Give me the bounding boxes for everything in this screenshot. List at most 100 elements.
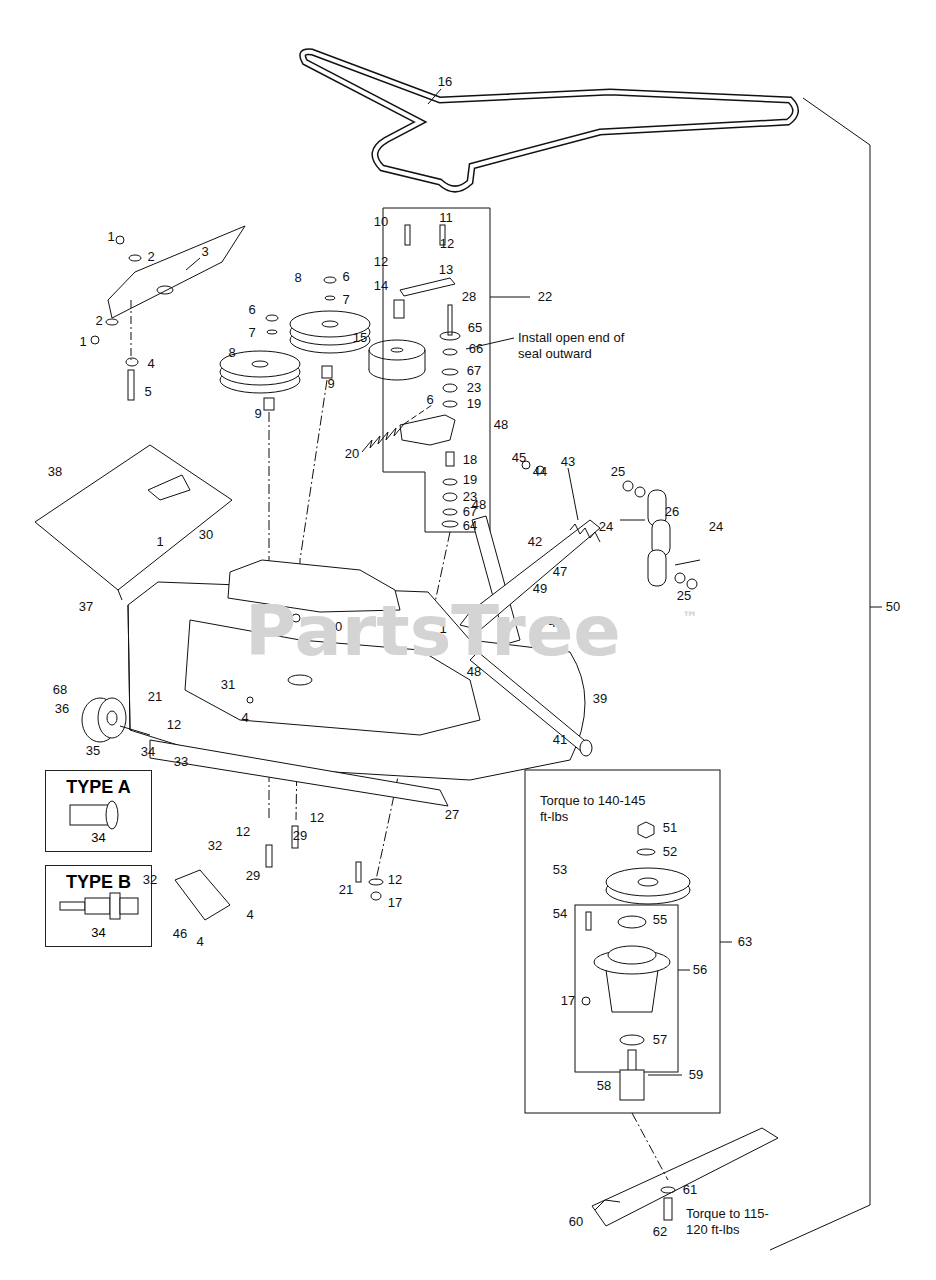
callout-number: 25 [611,465,625,479]
callout-number: 6 [426,393,433,407]
type-box: TYPE B 34 [45,865,152,947]
callout-number: 29 [293,829,307,843]
callout-number: 34 [46,830,151,845]
callout-number: 17 [561,994,575,1008]
watermark: ™ [682,608,698,627]
callout-number: 24 [709,520,723,534]
callout-number: 4 [196,935,203,949]
callout-number: 17 [388,896,402,910]
callout-number: 12 [374,255,388,269]
callout-number: 33 [174,755,188,769]
callout-number: 46 [173,927,187,941]
callout-number: 21 [339,883,353,897]
callout-number: 5 [144,385,151,399]
callout-number: 66 [469,342,483,356]
callout-number: 1 [79,335,86,349]
note-text: Install open end of seal outward [518,330,630,362]
callout-number: 18 [463,453,477,467]
type-box: TYPE A34 [45,770,152,852]
callout-number: 34 [46,925,151,940]
callout-number: 48 [472,498,486,512]
callout-number: 35 [86,744,100,758]
callout-number: 12 [388,873,402,887]
callout-number: 39 [593,692,607,706]
callout-number: 13 [439,263,453,277]
callout-number: 62 [653,1225,667,1239]
callout-number: 45 [512,451,526,465]
type-title: TYPE B [46,872,151,893]
note-text: Torque to 115-120 ft-lbs [686,1206,790,1238]
callout-number: 31 [221,678,235,692]
callout-number: 8 [228,346,235,360]
callout-number: 21 [148,690,162,704]
callout-number: 42 [528,535,542,549]
callout-number: 25 [677,589,691,603]
callout-number: 24 [599,520,613,534]
callout-number: 8 [294,271,301,285]
callout-number: 54 [553,907,567,921]
callout-number: 55 [653,913,667,927]
callout-number: 63 [738,935,752,949]
callout-number: 34 [141,745,155,759]
callout-number: 53 [553,863,567,877]
callout-number: 51 [663,821,677,835]
callout-number: 22 [538,290,552,304]
callout-number: 6 [248,303,255,317]
callout-number: 56 [693,963,707,977]
callout-number: 28 [462,290,476,304]
callout-number: 4 [147,357,154,371]
callout-number: 1 [156,535,163,549]
callout-number: 41 [553,733,567,747]
callout-number: 15 [353,331,367,345]
callout-number: 30 [199,528,213,542]
callout-number: 27 [445,808,459,822]
callout-number: 19 [463,473,477,487]
callout-number: 12 [440,237,454,251]
callout-number: 60 [569,1215,583,1229]
callout-number: 20 [345,447,359,461]
callout-number: 10 [374,215,388,229]
callout-number: 65 [468,321,482,335]
callout-number: 48 [494,418,508,432]
callout-number: 59 [689,1068,703,1082]
callout-number: 64 [463,519,477,533]
callout-number: 67 [467,364,481,378]
callout-number: 2 [95,314,102,328]
callout-number: 14 [374,279,388,293]
callout-number: 43 [561,455,575,469]
callout-number: 6 [342,270,349,284]
callout-number: 7 [248,326,255,340]
callout-number: 7 [342,293,349,307]
callout-number: 32 [143,873,157,887]
callout-number: 2 [147,250,154,264]
callout-number: 9 [254,407,261,421]
callout-number: 52 [663,845,677,859]
callout-number: 47 [553,565,567,579]
watermark: PartsTree [245,590,621,672]
callout-number: 50 [886,600,900,614]
callout-number: 4 [241,711,248,725]
callout-number: 12 [310,811,324,825]
callout-number: 68 [53,683,67,697]
callout-number: 3 [201,245,208,259]
callout-number: 19 [467,397,481,411]
callout-number: 1 [107,230,114,244]
callout-number: 61 [683,1183,697,1197]
callout-number: 37 [79,600,93,614]
callout-number: 4 [246,908,253,922]
callout-number: 11 [439,211,453,225]
callout-number: 12 [167,718,181,732]
callout-number: 38 [48,465,62,479]
callout-number: 57 [653,1033,667,1047]
callout-number: 44 [533,465,547,479]
callout-number: 12 [236,825,250,839]
callout-number: 9 [327,377,334,391]
callout-number: 16 [438,75,452,89]
callout-number: 29 [246,869,260,883]
note-text: Torque to 140-145 ft-lbs [540,793,652,825]
callout-number: 32 [208,839,222,853]
callout-number: 58 [597,1079,611,1093]
callout-number: 23 [467,381,481,395]
callout-number: 26 [665,505,679,519]
